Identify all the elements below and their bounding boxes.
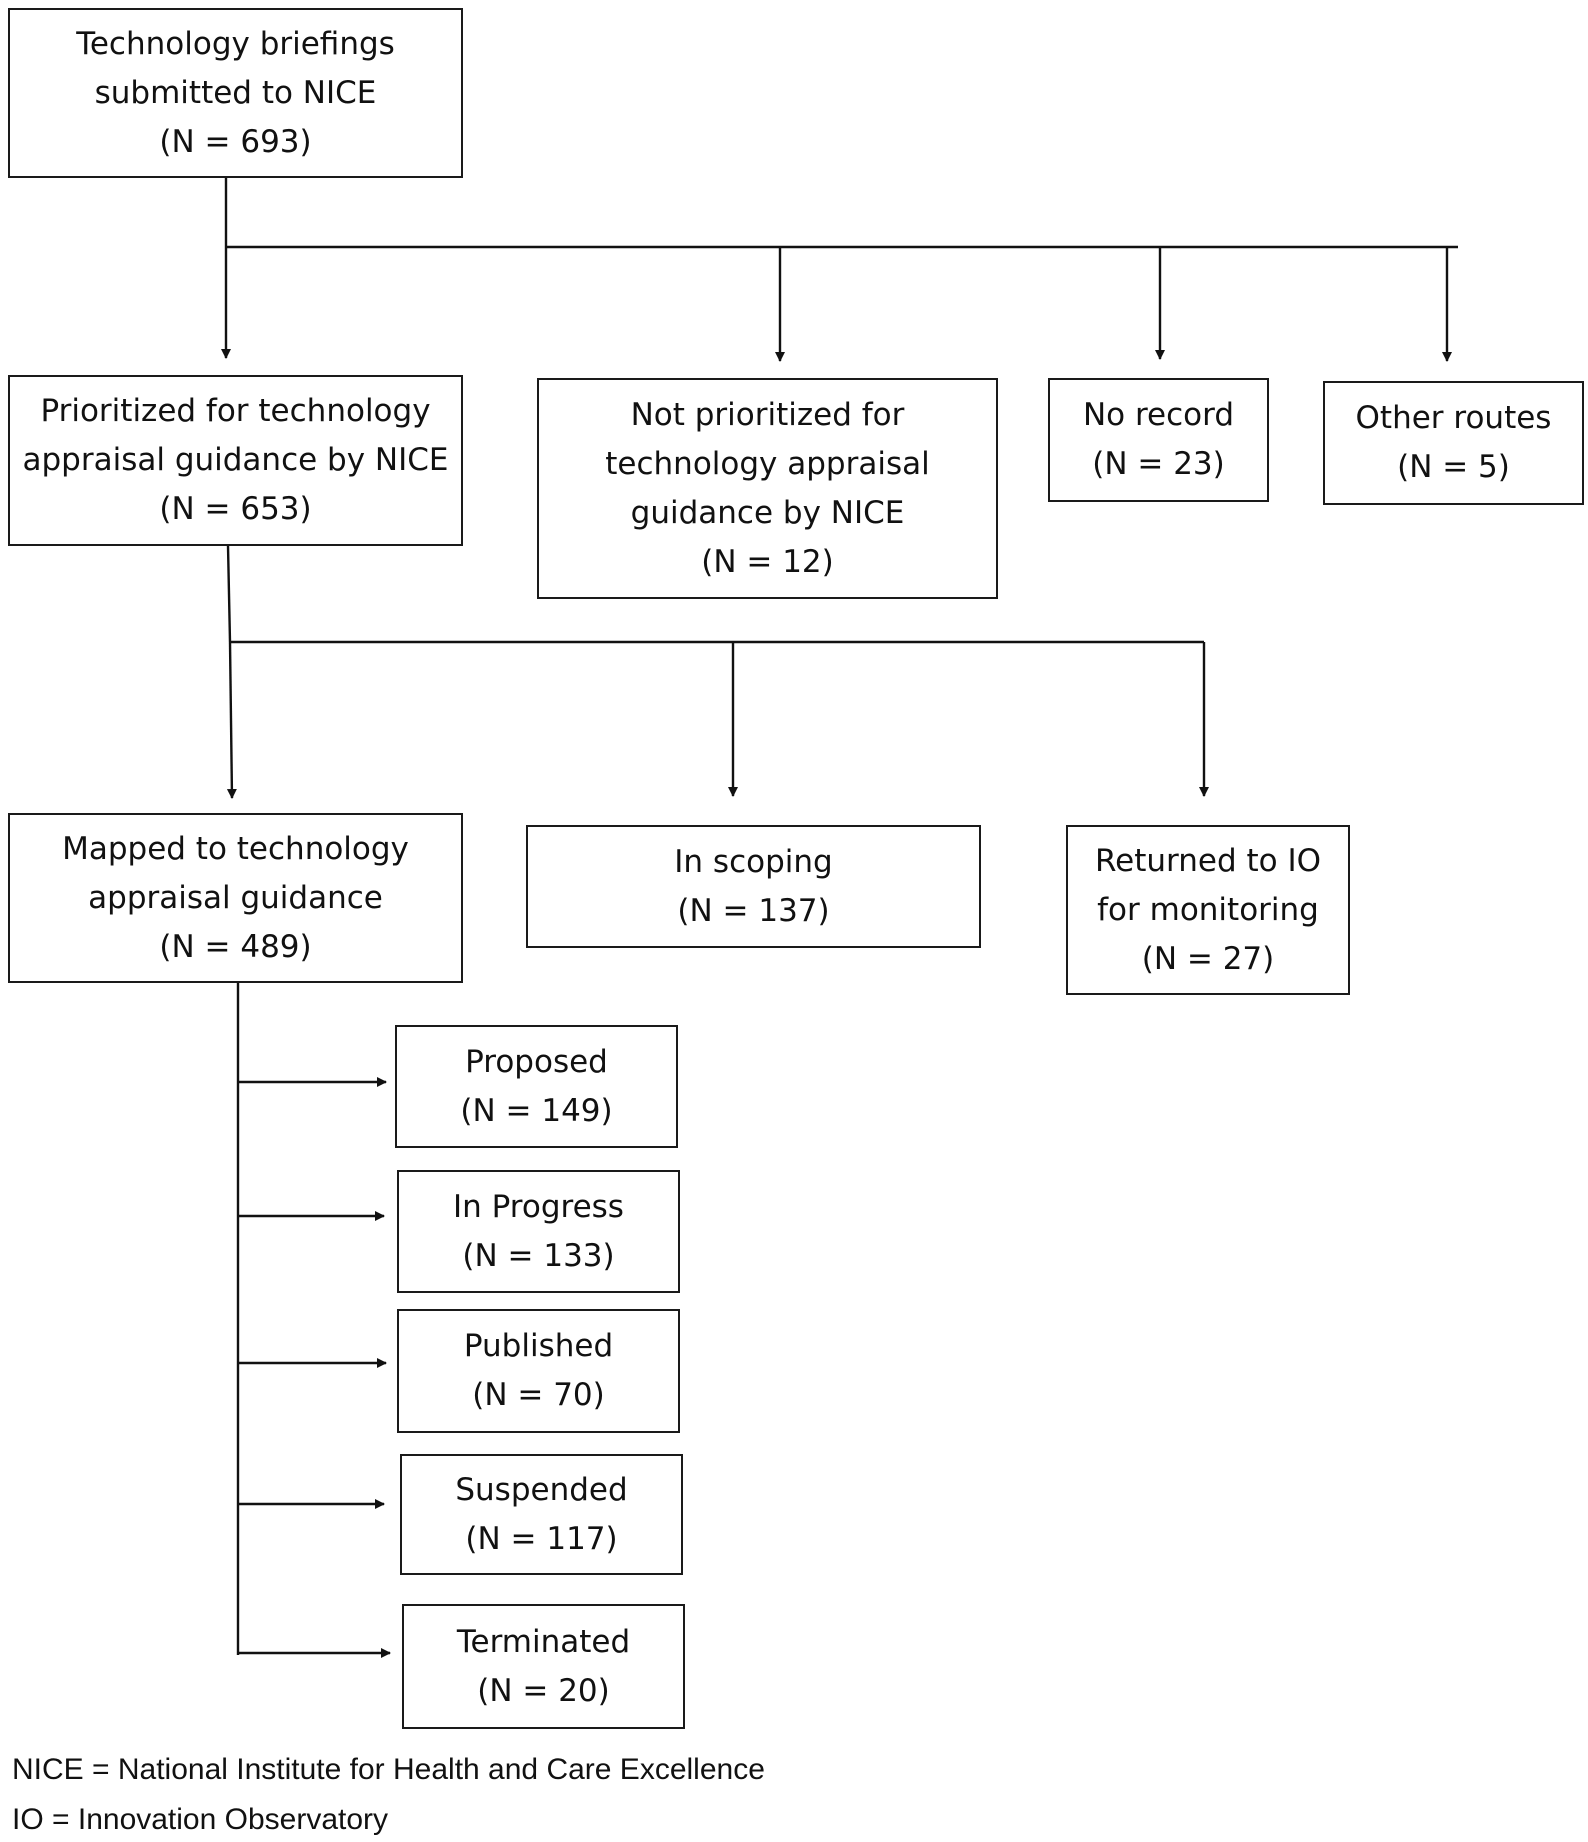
in-scoping-label: In scoping: [674, 843, 833, 880]
mapped-box: Mapped to technology appraisal guidance …: [8, 813, 463, 983]
no-record-count: (N = 23): [1092, 446, 1225, 482]
trunk-line-2: [226, 545, 232, 643]
prioritized-count: (N = 653): [159, 491, 312, 527]
not-prioritized-line-3: guidance by NICE: [630, 494, 905, 531]
published-box: Published (N = 70): [397, 1309, 680, 1433]
in-scoping-count: (N = 137): [677, 892, 830, 929]
terminated-box: Terminated (N = 20): [402, 1604, 685, 1729]
no-record-box: No record (N = 23): [1048, 378, 1269, 502]
no-record-label: No record: [1082, 397, 1235, 433]
submitted-line-2: submitted to NICE: [94, 74, 377, 111]
not-prioritized-count: (N = 12): [701, 543, 834, 580]
suspended-box: Suspended (N = 117): [400, 1454, 683, 1575]
submitted-box: Technology briefings submitted to NICE (…: [8, 8, 463, 178]
proposed-count: (N = 149): [460, 1092, 613, 1129]
other-routes-label: Other routes: [1355, 400, 1552, 436]
not-prioritized-line-2: technology appraisal: [605, 445, 930, 482]
in-scoping-box: In scoping (N = 137): [526, 825, 981, 948]
other-routes-box: Other routes (N = 5): [1323, 381, 1584, 505]
returned-io-line-2: for monitoring: [1097, 891, 1319, 928]
submitted-line-1: Technology briefings: [76, 25, 395, 62]
published-count: (N = 70): [472, 1377, 605, 1413]
prioritized-line-1: Prioritized for technology: [40, 393, 431, 429]
other-routes-count: (N = 5): [1397, 449, 1510, 485]
returned-io-count: (N = 27): [1141, 940, 1275, 977]
legend-io: IO = Innovation Observatory: [12, 1803, 389, 1836]
in-progress-count: (N = 133): [462, 1237, 615, 1274]
arrow-to-mapped: [226, 641, 237, 799]
not-prioritized-box: Not prioritized for technology appraisal…: [537, 378, 998, 599]
legend-nice: NICE = National Institute for Health and…: [12, 1753, 765, 1786]
returned-io-line-1: Returned to IO: [1095, 842, 1321, 879]
published-label: Published: [463, 1328, 614, 1364]
mapped-line-1: Mapped to technology: [62, 830, 409, 867]
mapped-count: (N = 489): [159, 928, 312, 965]
proposed-box: Proposed (N = 149): [395, 1025, 678, 1148]
suspended-label: Suspended: [455, 1471, 628, 1508]
terminated-label: Terminated: [456, 1623, 631, 1660]
returned-io-box: Returned to IO for monitoring (N = 27): [1066, 825, 1350, 995]
suspended-count: (N = 117): [465, 1520, 618, 1557]
submitted-count: (N = 693): [159, 123, 312, 160]
in-progress-box: In Progress (N = 133): [397, 1170, 680, 1293]
terminated-count: (N = 20): [477, 1672, 610, 1709]
prioritized-line-2: appraisal guidance by NICE: [22, 442, 449, 478]
not-prioritized-line-1: Not prioritized for: [630, 396, 905, 433]
prioritized-box: Prioritized for technology appraisal gui…: [8, 375, 463, 546]
mapped-line-2: appraisal guidance: [88, 879, 383, 916]
proposed-label: Proposed: [465, 1043, 608, 1080]
in-progress-label: In Progress: [453, 1188, 624, 1225]
